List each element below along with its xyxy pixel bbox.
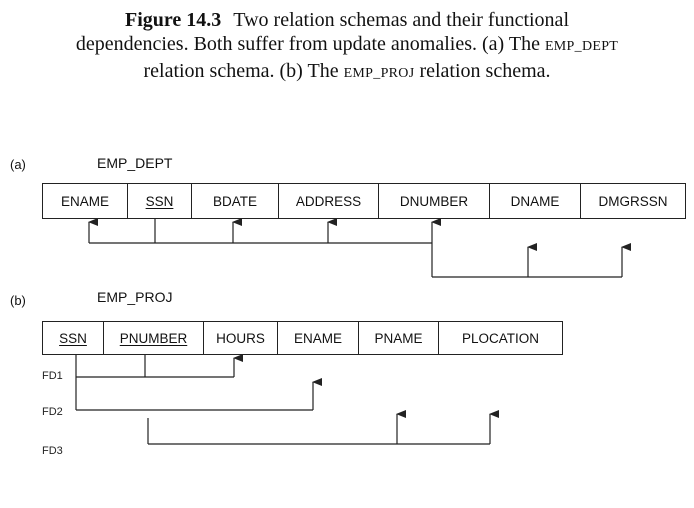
attr-ename-b: ENAME: [277, 321, 359, 355]
relation-name-emp-dept: EMP_DEPT: [97, 155, 173, 171]
attr-pnumber-key: PNUMBER: [103, 321, 204, 355]
caption-name-b: EMP_PROJ: [343, 66, 415, 81]
figure-caption: Figure 14.3 Two relation schemas and thei…: [0, 8, 694, 86]
caption-line-3b: relation schema.: [414, 60, 551, 82]
fd2-label: FD2: [42, 406, 63, 418]
relation-name-emp-proj: EMP_PROJ: [97, 289, 173, 305]
caption-line-3a: relation schema. (b) The: [143, 60, 344, 82]
fd3-label: FD3: [42, 445, 63, 457]
caption-line-1: Two relation schemas and their functiona…: [233, 9, 569, 31]
attr-ssn-key-b: SSN: [42, 321, 104, 355]
attr-address: ADDRESS: [278, 183, 379, 219]
caption-name-a: EMP_DEPT: [544, 39, 619, 54]
attr-dnumber: DNUMBER: [378, 183, 490, 219]
attr-pname: PNAME: [358, 321, 439, 355]
caption-line-2: dependencies. Both suffer from update an…: [75, 33, 545, 55]
attr-dname: DNAME: [489, 183, 581, 219]
part-a-label: (a): [10, 157, 26, 172]
part-b-label: (b): [10, 293, 26, 308]
attr-plocation: PLOCATION: [438, 321, 563, 355]
attr-ename: ENAME: [42, 183, 128, 219]
figure-number: Figure 14.3: [124, 9, 222, 31]
attr-hours: HOURS: [203, 321, 278, 355]
attr-dmgrssn: DMGRSSN: [580, 183, 686, 219]
fd1-label: FD1: [42, 370, 63, 382]
